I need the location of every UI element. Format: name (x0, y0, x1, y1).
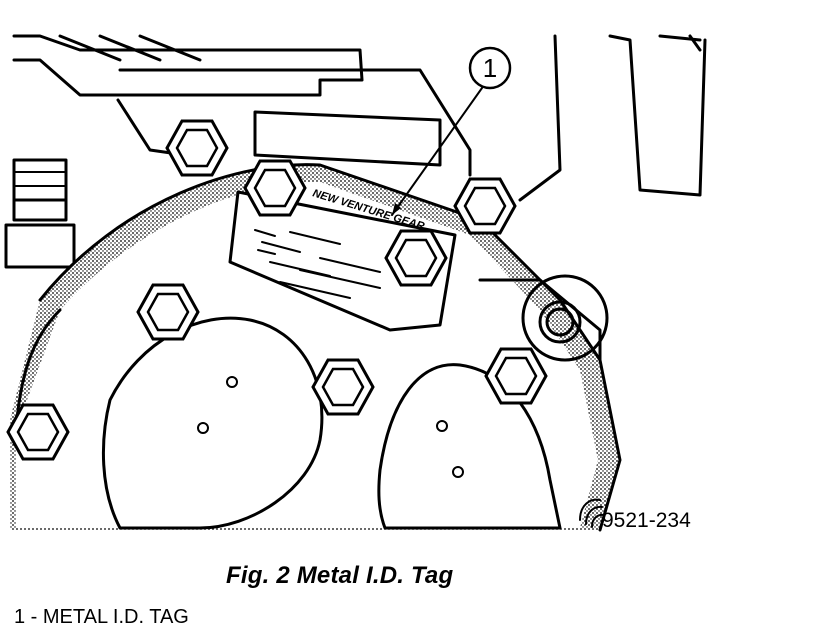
case-body (10, 163, 622, 532)
bolt-center (311, 358, 375, 416)
drawing-code: 9521-234 (579, 498, 691, 532)
bracket-upper (12, 34, 472, 177)
bolt-upper-right (453, 177, 517, 235)
figure-caption: Fig. 2 Metal I.D. Tag (226, 562, 454, 589)
bolt-upper-left (165, 119, 229, 177)
bolt-lower-left (6, 403, 70, 461)
drawing-code-text: 9521-234 (602, 509, 691, 532)
bolt-mid-left (136, 283, 200, 341)
bolt-right (484, 347, 548, 405)
transfer-case-illustration: NEW VENTURE GEAR 1 9521-234 (4, 34, 707, 532)
output-boss (478, 274, 609, 362)
bolt-tag-left (243, 159, 307, 217)
legend-item: 1 - METAL I.D. TAG (14, 606, 189, 628)
callout-number: 1 (483, 53, 497, 83)
callout-1: 1 (391, 46, 512, 216)
bracket-right (518, 34, 707, 202)
sensor-fitting (4, 158, 76, 269)
bolt-tag-right (384, 229, 448, 287)
